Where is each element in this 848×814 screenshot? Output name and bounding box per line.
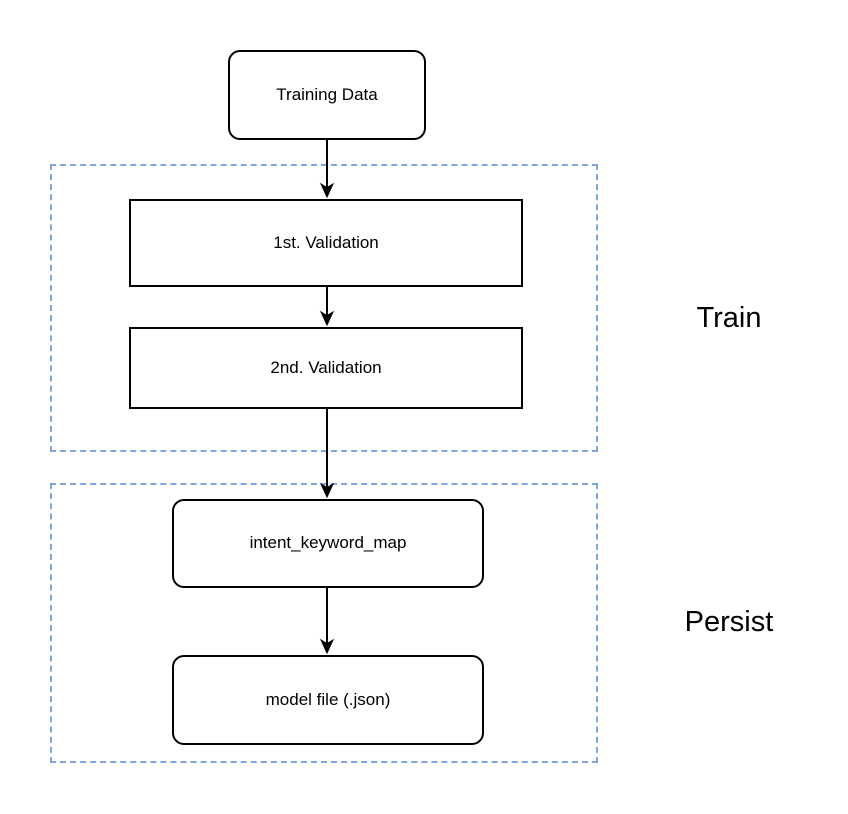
node-training-data-label: Training Data	[276, 84, 378, 104]
node-intent-keyword-map-label: intent_keyword_map	[249, 533, 407, 553]
node-first-validation-label: 1st. Validation	[273, 232, 379, 252]
group-train-container	[50, 164, 598, 452]
group-persist-label: Persist	[684, 606, 774, 638]
node-second-validation-label: 2nd. Validation	[270, 357, 382, 377]
group-train-label: Train	[696, 302, 762, 334]
node-intent-keyword-map: intent_keyword_map	[172, 499, 484, 588]
node-model-file: model file (.json)	[172, 655, 484, 745]
node-second-validation: 2nd. Validation	[129, 327, 523, 409]
node-first-validation: 1st. Validation	[129, 199, 523, 287]
node-training-data: Training Data	[228, 50, 426, 140]
node-model-file-label: model file (.json)	[265, 689, 391, 709]
